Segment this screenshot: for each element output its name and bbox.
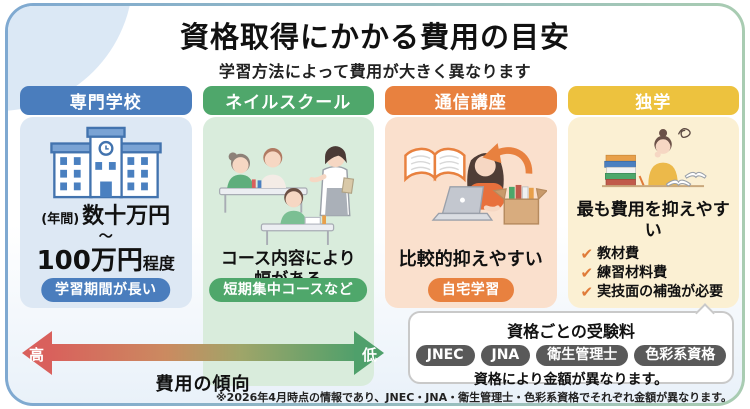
tuition-prefix: (年間) xyxy=(41,212,80,227)
exam-fee-title: 資格ごとの受験料 xyxy=(507,322,635,341)
footnote: ※2026年4月時点の情報であり、JNEC・JNA・衛生管理士・色彩系資格でそれ… xyxy=(215,391,732,403)
check-icon: ✔ xyxy=(580,283,594,301)
pill-jnec: JNEC xyxy=(415,345,475,366)
tuition-main: 数十万円 xyxy=(82,204,171,229)
arrow-right-head-icon xyxy=(354,331,384,375)
pill-jna: JNA xyxy=(480,345,531,366)
title-block: 資格取得にかかる費用の目安 学習方法によって費用が大きく異なります xyxy=(8,14,742,82)
self-study-checklist: ✔教材費 ✔練習材料費 ✔実技面の補強が必要 xyxy=(573,245,724,302)
checklist-item: ✔教材費 xyxy=(580,245,640,263)
cost-tendency-axis: 高 低 費用の傾向 xyxy=(22,331,384,395)
column-header-self-study: 独学 xyxy=(567,86,739,115)
badge-short-intensive-course: 短期集中コースなど xyxy=(209,278,368,302)
page-subtitle: 学習方法によって費用が大きく異なります xyxy=(218,62,532,81)
method-columns: 専門学校 xyxy=(20,86,739,386)
check-icon: ✔ xyxy=(580,245,594,263)
badge-home-study: 自宅学習 xyxy=(427,278,514,302)
tuition-tilde: 〜 xyxy=(98,229,113,246)
column-header-correspondence-course: 通信講座 xyxy=(385,86,557,115)
cost-axis-title: 費用の傾向 xyxy=(155,374,251,395)
tuition-range-max: 100万円 xyxy=(36,245,143,276)
online-study-illustration xyxy=(403,143,547,225)
cost-low-label: 低 xyxy=(361,346,377,364)
nail-school-class-illustration xyxy=(219,146,355,245)
page-title: 資格取得にかかる費用の目安 xyxy=(179,20,570,54)
cost-high-label: 高 xyxy=(29,346,45,364)
cost-note-self-study: 最も費用を抑えやすい xyxy=(576,199,730,241)
badge-long-study-period: 学習期間が長い xyxy=(41,278,171,302)
checklist-item: ✔実技面の補強が必要 xyxy=(580,283,724,301)
cost-note-correspondence: 比較的抑えやすい xyxy=(398,249,543,270)
school-building-icon xyxy=(50,126,162,199)
column-correspondence-course: 通信講座 xyxy=(385,86,557,386)
column-body-self-study: 最も費用を抑えやすい ✔教材費 ✔練習材料費 ✔実技面の補強が必要 xyxy=(567,117,739,308)
checklist-item: ✔練習材料費 xyxy=(580,264,668,282)
column-nail-school: ネイルスクール xyxy=(202,86,374,386)
pill-color-certifications: 色彩系資格 xyxy=(634,345,727,366)
column-header-vocational-school: 専門学校 xyxy=(20,86,192,115)
exam-fee-box: 資格ごとの受験料 JNEC JNA 衛生管理士 色彩系資格 資格により金額が異な… xyxy=(408,303,734,388)
column-header-nail-school: ネイルスクール xyxy=(202,86,374,115)
column-self-study: 独学 xyxy=(567,86,739,386)
main-card: 資格取得にかかる費用の目安 学習方法によって費用が大きく異なります 専門学校 xyxy=(8,6,742,403)
column-body-vocational-school: (年間)数十万円 〜 100万円程度 xyxy=(20,117,192,308)
card-gradient-border: 資格取得にかかる費用の目安 学習方法によって費用が大きく異なります 専門学校 xyxy=(5,3,745,406)
column-vocational-school: 専門学校 xyxy=(20,86,192,386)
check-icon: ✔ xyxy=(580,264,594,282)
self-study-illustration xyxy=(602,128,707,188)
pill-hygiene-manager: 衛生管理士 xyxy=(536,345,629,366)
exam-fee-note: 資格により金額が異なります。 xyxy=(473,372,669,388)
column-body-correspondence-course: 比較的抑えやすい xyxy=(385,117,557,308)
tuition-range: (年間)数十万円 〜 100万円程度 xyxy=(36,204,175,276)
exam-fee-pills: JNEC JNA 衛生管理士 色彩系資格 xyxy=(410,345,732,366)
tuition-suffix: 程度 xyxy=(142,253,175,273)
arrow-gradient-shaft xyxy=(48,344,358,361)
arrow-left-head-icon xyxy=(22,331,52,375)
